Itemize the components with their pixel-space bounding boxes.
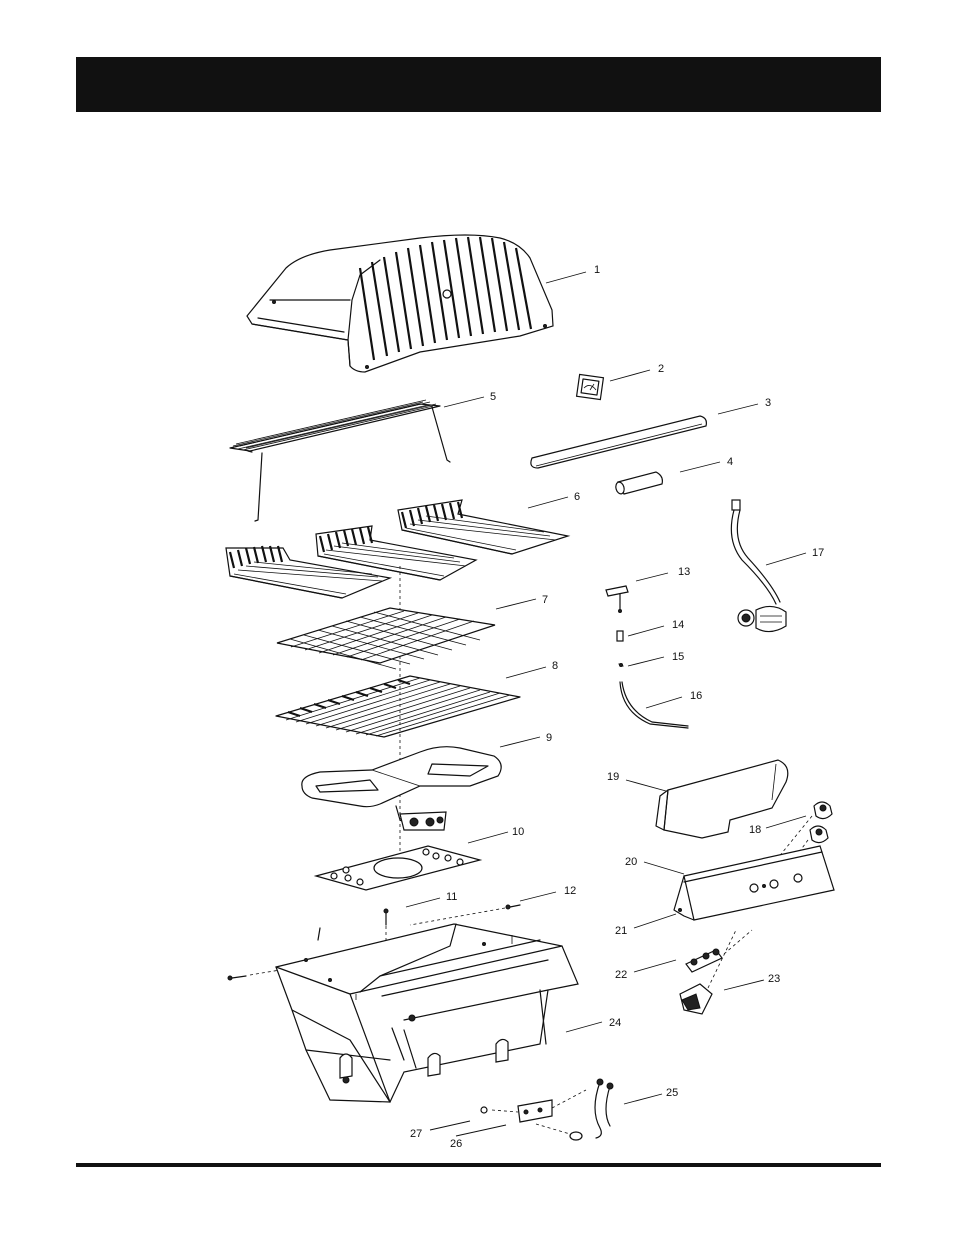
part-ignition-module bbox=[480, 1078, 614, 1141]
callout-16: 16 bbox=[690, 690, 702, 702]
header-bar bbox=[76, 57, 881, 112]
callout-6: 6 bbox=[574, 491, 580, 503]
callout-25: 25 bbox=[666, 1087, 678, 1099]
footer-rule bbox=[76, 1163, 881, 1167]
part-short-tube bbox=[615, 471, 663, 495]
callout-14: 14 bbox=[672, 619, 684, 631]
callout-20: 20 bbox=[625, 856, 637, 868]
callout-4: 4 bbox=[727, 456, 733, 468]
callout-19: 19 bbox=[607, 771, 619, 783]
part-cooking-grates bbox=[225, 499, 571, 599]
callout-9: 9 bbox=[546, 732, 552, 744]
callout-17: 17 bbox=[812, 547, 824, 559]
callout-labels: 1 2 3 4 5 6 7 8 9 10 11 12 13 14 15 16 1… bbox=[410, 264, 824, 1150]
part-heat-grid bbox=[276, 607, 496, 670]
part-inlet-valve bbox=[679, 929, 737, 1015]
callout-8: 8 bbox=[552, 660, 558, 672]
callout-10: 10 bbox=[512, 826, 524, 838]
callout-24: 24 bbox=[609, 1017, 621, 1029]
part-handle-tube bbox=[530, 415, 707, 469]
callout-2: 2 bbox=[658, 363, 664, 375]
callout-26: 26 bbox=[450, 1138, 462, 1150]
callout-3: 3 bbox=[765, 397, 771, 409]
callout-15: 15 bbox=[672, 651, 684, 663]
callout-23: 23 bbox=[768, 973, 780, 985]
callout-7: 7 bbox=[542, 594, 548, 606]
part-rock-grate bbox=[275, 675, 521, 738]
part-burner bbox=[301, 746, 502, 831]
part-igniter-assembly bbox=[605, 585, 689, 729]
callout-22: 22 bbox=[615, 969, 627, 981]
part-temperature-gauge bbox=[575, 373, 605, 401]
part-control-housing bbox=[673, 845, 835, 921]
part-warming-rack bbox=[229, 399, 451, 522]
part-firebox bbox=[275, 923, 579, 1103]
callout-13: 13 bbox=[678, 566, 690, 578]
callout-18: 18 bbox=[749, 824, 761, 836]
part-valve-manifold bbox=[685, 929, 753, 973]
callout-leaders bbox=[405, 271, 807, 1137]
callout-21: 21 bbox=[615, 925, 627, 937]
part-heat-shield bbox=[313, 845, 483, 891]
part-lid bbox=[246, 234, 554, 373]
callout-1: 1 bbox=[594, 264, 600, 276]
callout-11: 11 bbox=[446, 891, 457, 903]
part-regulator-hose bbox=[730, 499, 787, 633]
part-control-panel bbox=[655, 759, 789, 839]
callout-27: 27 bbox=[410, 1128, 422, 1140]
callout-12: 12 bbox=[564, 885, 576, 897]
callout-5: 5 bbox=[490, 391, 496, 403]
